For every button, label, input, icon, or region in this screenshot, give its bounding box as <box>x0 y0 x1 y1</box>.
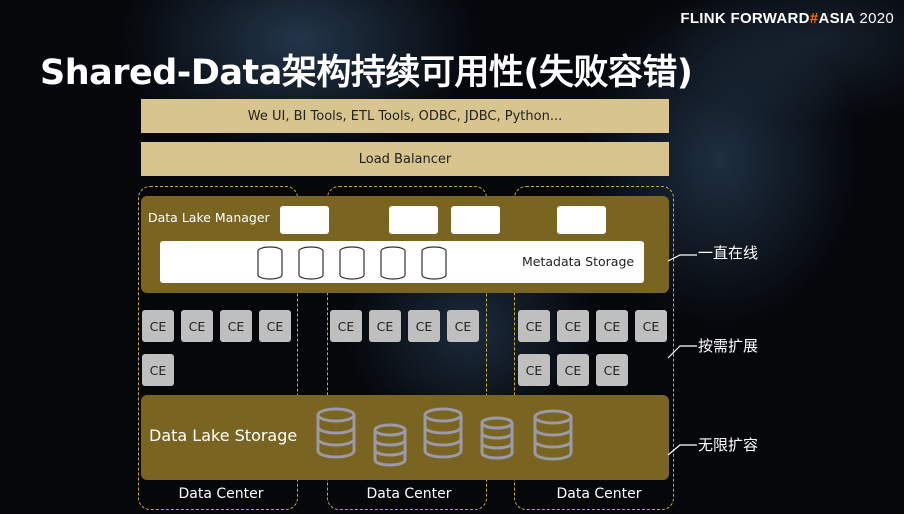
compute-engine-box: CE <box>142 354 174 386</box>
load-balancer-label: Load Balancer <box>358 151 452 167</box>
metadata-cylinder-icon <box>421 246 447 280</box>
metadata-cylinder-icon <box>298 246 324 280</box>
ce-label: CE <box>525 318 543 334</box>
manager-node <box>389 206 438 234</box>
ce-label: CE <box>415 318 433 334</box>
data-center-1 <box>138 186 298 510</box>
compute-engine-box: CE <box>557 310 589 342</box>
ce-label: CE <box>149 362 167 378</box>
compute-engine-box: CE <box>181 310 213 342</box>
load-balancer-bar: Load Balancer <box>141 142 669 176</box>
ce-label: CE <box>188 318 206 334</box>
ce-label: CE <box>454 318 472 334</box>
annotation-scale-on-demand: 按需扩展 <box>698 337 759 355</box>
ce-label: CE <box>525 362 543 378</box>
data-center-2 <box>327 186 487 510</box>
brand-hash: # <box>809 10 819 27</box>
annotation-connector <box>667 254 697 262</box>
data-lake-storage-label: Data Lake Storage <box>149 426 298 445</box>
manager-node <box>280 206 329 234</box>
manager-node <box>451 206 500 234</box>
compute-engine-box: CE <box>142 310 174 342</box>
data-center-label: Data Center <box>556 486 642 502</box>
clients-bar: We UI, BI Tools, ETL Tools, ODBC, JDBC, … <box>141 99 669 133</box>
metadata-cylinder-icon <box>339 246 365 280</box>
ce-label: CE <box>227 318 245 334</box>
compute-engine-box: CE <box>635 310 667 342</box>
ce-label: CE <box>603 318 621 334</box>
metadata-cylinder-icon <box>380 246 406 280</box>
storage-database-icon <box>533 409 573 461</box>
ce-label: CE <box>149 318 167 334</box>
compute-engine-box: CE <box>447 310 479 342</box>
ce-label: CE <box>266 318 284 334</box>
ce-label: CE <box>603 362 621 378</box>
ce-label: CE <box>564 318 582 334</box>
ce-label: CE <box>564 362 582 378</box>
storage-database-icon <box>373 423 407 467</box>
storage-database-icon <box>316 407 356 459</box>
compute-engine-box: CE <box>369 310 401 342</box>
ce-label: CE <box>337 318 355 334</box>
storage-database-icon <box>480 416 514 460</box>
brand-year: 2020 <box>859 10 894 27</box>
annotation-unlimited-scaling: 无限扩容 <box>698 436 759 454</box>
compute-engine-box: CE <box>220 310 252 342</box>
clients-label: We UI, BI Tools, ETL Tools, ODBC, JDBC, … <box>247 108 563 124</box>
annotation-connector <box>667 444 697 456</box>
brand-logo: FLINK FORWARD#ASIA 2020 <box>680 10 894 27</box>
data-lake-manager-label: Data Lake Manager <box>148 210 270 225</box>
slide-title: Shared-Data架构持续可用性(失败容错) <box>40 53 693 93</box>
data-center-label: Data Center <box>178 486 264 502</box>
storage-database-icon <box>423 407 463 459</box>
ce-label: CE <box>642 318 660 334</box>
annotation-always-on: 一直在线 <box>698 244 759 262</box>
annotation-connector <box>667 345 697 359</box>
data-center-label: Data Center <box>366 486 452 502</box>
metadata-cylinder-icon <box>257 246 283 280</box>
compute-engine-box: CE <box>596 310 628 342</box>
compute-engine-box: CE <box>596 354 628 386</box>
compute-engine-box: CE <box>408 310 440 342</box>
data-center-3 <box>514 186 674 510</box>
metadata-storage-label: Metadata Storage <box>522 254 635 269</box>
brand-asia: ASIA <box>818 10 855 27</box>
brand-main: FLINK FORWARD <box>680 10 810 27</box>
compute-engine-box: CE <box>518 354 550 386</box>
compute-engine-box: CE <box>330 310 362 342</box>
ce-label: CE <box>376 318 394 334</box>
manager-node <box>557 206 606 234</box>
compute-engine-box: CE <box>259 310 291 342</box>
compute-engine-box: CE <box>557 354 589 386</box>
compute-engine-box: CE <box>518 310 550 342</box>
